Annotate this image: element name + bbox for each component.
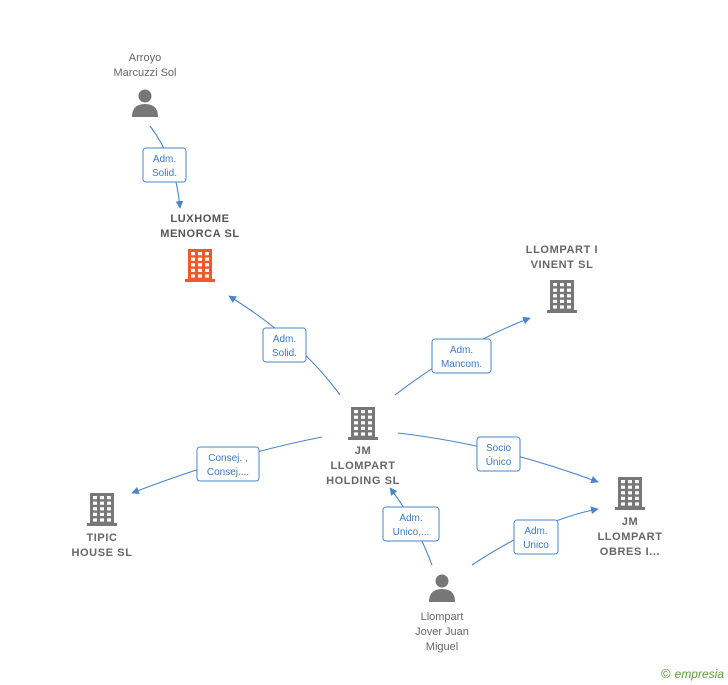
edge-label-text: Adm. (273, 334, 296, 345)
node-label: Llompart (421, 611, 464, 623)
node-label: VINENT SL (531, 259, 594, 271)
footer-brand: ©empresia (661, 666, 724, 681)
edge-label-text: Consej.... (207, 467, 249, 478)
edge-label-text: Socio (486, 443, 511, 454)
edge-label-text: Único (486, 455, 512, 468)
node-label: LLOMPART (597, 531, 662, 543)
building-icon[interactable] (348, 407, 378, 440)
node-label: HOUSE SL (71, 547, 132, 559)
node-tipic[interactable]: TIPIC HOUSE SL (71, 493, 132, 559)
edge-label-box[interactable] (476, 436, 521, 472)
edge-llompart-to-holding: Adm. Unico,... (382, 487, 440, 566)
node-label: Jover Juan (415, 626, 469, 638)
building-icon[interactable] (87, 493, 117, 526)
person-icon[interactable] (132, 89, 158, 118)
copyright-icon: © (661, 666, 671, 681)
node-luxhome[interactable]: LUXHOME MENORCA SL (160, 213, 240, 282)
brand-logo: empresia (674, 667, 724, 681)
node-label: Marcuzzi Sol (114, 67, 177, 79)
edge-label-text: Unico,... (393, 527, 430, 538)
edge-arroyo-to-luxhome: Adm. Solid. (142, 125, 187, 209)
node-obres[interactable]: JM LLOMPART OBRES I... (597, 477, 662, 558)
edge-label-text: Adm. (153, 154, 176, 165)
edge-label-text: Solid. (152, 168, 177, 179)
node-label: Miguel (426, 641, 458, 653)
node-label: LLOMPART I (526, 244, 598, 256)
edge-label-text: Adm. (524, 526, 547, 537)
edge-label-text: Adm. (450, 345, 473, 356)
edge-label-box[interactable] (142, 147, 187, 183)
edge-label-box[interactable] (513, 519, 559, 555)
edge-llompart-to-obres: Adm. Unico (471, 506, 599, 566)
edge-label-text: Solid. (272, 348, 297, 359)
node-label: OBRES I... (600, 546, 660, 558)
node-holding[interactable]: JM LLOMPART HOLDING SL (326, 407, 400, 487)
edge-label-box[interactable] (262, 327, 307, 363)
node-label: Arroyo (129, 52, 161, 64)
edge-label-box[interactable] (431, 338, 492, 374)
node-label: TIPIC (86, 532, 117, 544)
edge-holding-to-tipic: Consej. , Consej.... (131, 436, 323, 495)
node-label: JM (622, 516, 638, 528)
edge-label-text: Mancom. (441, 359, 482, 370)
person-icon[interactable] (429, 574, 455, 603)
edge-label-text: Adm. (399, 513, 422, 524)
edge-holding-to-vinent: Adm. Mancom. (394, 316, 531, 396)
node-label: LLOMPART (330, 460, 395, 472)
edge-holding-to-luxhome: Adm. Solid. (228, 295, 341, 396)
building-icon[interactable] (615, 477, 645, 510)
building-icon[interactable] (547, 280, 577, 313)
building-icon[interactable] (185, 249, 215, 282)
node-label: LUXHOME (170, 213, 229, 225)
edge-label-text: Consej. , (208, 453, 247, 464)
node-label: HOLDING SL (326, 475, 400, 487)
node-vinent[interactable]: LLOMPART I VINENT SL (526, 244, 598, 313)
edge-label-box[interactable] (382, 506, 440, 542)
node-label: MENORCA SL (160, 228, 240, 240)
edge-label-text: Unico (523, 540, 549, 551)
edge-label-box[interactable] (196, 446, 260, 482)
node-label: JM (355, 445, 371, 457)
